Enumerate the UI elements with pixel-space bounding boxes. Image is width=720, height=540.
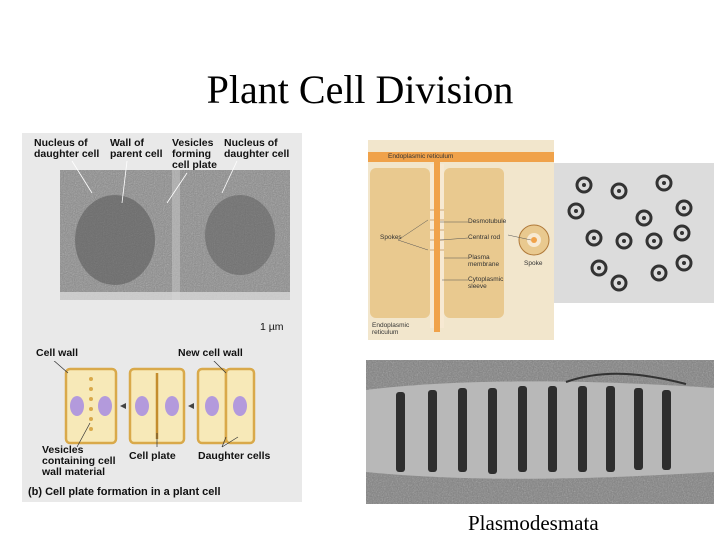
plasmodesma-diagram: Endoplasmic reticulum Spokes Desmotubule…	[368, 140, 554, 340]
plasmodesmata-caption: Plasmodesmata	[468, 511, 599, 535]
figure-caption-b: (b) Cell plate formation in a plant cell	[28, 486, 221, 498]
label-er-top: Endoplasmic reticulum	[388, 153, 454, 160]
scale-bar-label: 1 µm	[260, 321, 284, 333]
label-nucleus-daughter-left: Nucleus of daughter cell	[34, 137, 100, 160]
label-daughter-cells: Daughter cells	[198, 450, 271, 462]
label-nucleus-daughter-right: Nucleus of daughter cell	[224, 137, 290, 160]
plasmodesmata-micrograph	[366, 360, 714, 504]
cell-plate-figure: Nucleus of daughter cell Wall of parent …	[22, 133, 302, 502]
label-spokes: Spokes	[380, 234, 402, 241]
label-spoke: Spoke	[524, 260, 543, 267]
plasmodesmata-channels	[366, 360, 714, 504]
plasmodesmata-cross-section	[554, 163, 714, 303]
label-vesicles-forming: Vesicles forming cell plate	[172, 137, 217, 171]
label-er-bottom: Endoplasmic reticulum	[372, 322, 410, 336]
label-cell-wall: Cell wall	[36, 347, 79, 359]
cross-section-rings	[554, 163, 714, 303]
plasmodesma-drawing	[368, 152, 554, 332]
label-new-cell-wall: New cell wall	[178, 347, 243, 359]
label-central-rod: Central rod	[468, 234, 501, 241]
label-cytoplasmic-sleeve: Cytoplasmic sleeve	[468, 276, 504, 290]
label-cell-plate: Cell plate	[129, 450, 176, 462]
label-vesicles-containing: Vesicles containing cell wall material	[42, 444, 116, 478]
cell-plate-diagram	[53, 361, 256, 448]
label-plasma-membrane: Plasma membrane	[468, 254, 500, 268]
micrograph-pointer-lines	[71, 160, 238, 204]
label-desmotubule: Desmotubule	[468, 218, 507, 225]
label-wall-parent: Wall of parent cell	[110, 137, 163, 160]
slide-title: Plant Cell Division	[206, 67, 514, 112]
